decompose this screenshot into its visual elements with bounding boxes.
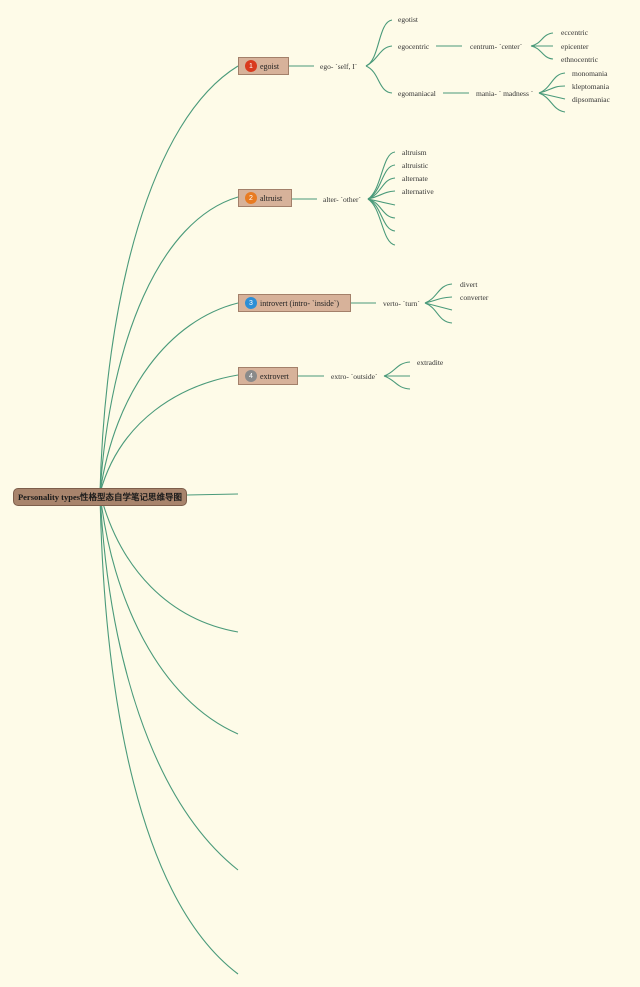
root-word-verto[interactable]: verto- `turn` xyxy=(383,299,420,308)
word-divert[interactable]: divert xyxy=(460,280,478,289)
branch-label: altruist xyxy=(260,193,283,203)
word-alternate[interactable]: alternate xyxy=(402,174,428,183)
root-word-centrum[interactable]: centrum- `center` xyxy=(470,42,523,51)
connector-root-altruist xyxy=(99,196,239,494)
number-2-icon: 2 xyxy=(245,192,257,204)
connector-root-introvert xyxy=(99,302,239,494)
number-4-icon: 4 xyxy=(245,370,257,382)
word-altruistic[interactable]: altruistic xyxy=(402,161,429,170)
branch-label: introvert (intro- `inside`) xyxy=(260,298,340,308)
connector-root-empty-5 xyxy=(99,492,239,975)
branch-label: egoist xyxy=(260,61,280,71)
word-egocentric[interactable]: egocentric xyxy=(398,42,430,51)
word-alternative[interactable]: alternative xyxy=(402,187,434,196)
word-egotist[interactable]: egotist xyxy=(398,15,418,24)
number-1-icon: 1 xyxy=(245,60,257,72)
word-altruism[interactable]: altruism xyxy=(402,148,427,157)
branch-node-extrovert[interactable]: 4 extrovert xyxy=(238,367,298,385)
connector-root-extrovert xyxy=(99,374,239,494)
word-eccentric[interactable]: eccentric xyxy=(561,28,589,37)
number-3-icon: 3 xyxy=(245,297,257,309)
root-word-extro[interactable]: extro- `outside` xyxy=(331,372,378,381)
word-epicenter[interactable]: epicenter xyxy=(561,42,589,51)
branch-node-introvert[interactable]: 3 introvert (intro- `inside`) xyxy=(238,294,351,312)
connector-root-empty-1 xyxy=(186,493,239,496)
word-dipsomaniac[interactable]: dipsomaniac xyxy=(572,95,610,104)
branch-label: extrovert xyxy=(260,371,289,381)
connector-root-empty-3 xyxy=(99,492,239,735)
root-word-mania[interactable]: mania- ` madness ` xyxy=(476,89,534,98)
connector-root-empty-2 xyxy=(99,492,239,633)
root-word-alter[interactable]: alter- `other` xyxy=(323,195,361,204)
word-kleptomania[interactable]: kleptomania xyxy=(572,82,610,91)
connector-root-egoist xyxy=(99,65,239,494)
word-extradite[interactable]: extradite xyxy=(417,358,444,367)
word-monomania[interactable]: monomania xyxy=(572,69,608,78)
branch-node-altruist[interactable]: 2 altruist xyxy=(238,189,292,207)
word-egomaniacal[interactable]: egomaniacal xyxy=(398,89,436,98)
word-ethnocentric[interactable]: ethnocentric xyxy=(561,55,599,64)
branch-node-egoist[interactable]: 1 egoist xyxy=(238,57,289,75)
word-converter[interactable]: converter xyxy=(460,293,489,302)
root-node[interactable]: Personality types性格型态自学笔记思维导图 xyxy=(13,488,187,506)
root-word-ego[interactable]: ego- `self, I` xyxy=(320,62,358,71)
connector-root-empty-4 xyxy=(99,492,239,871)
